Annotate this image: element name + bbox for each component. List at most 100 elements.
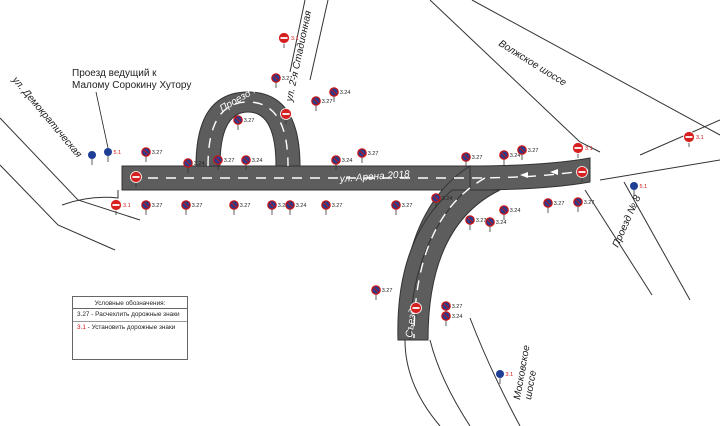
no-entry-bar [685, 136, 693, 138]
info-sign-icon [496, 370, 504, 378]
street-ramp: Съезд [404, 308, 419, 339]
road-arrows [520, 169, 558, 178]
road-sign-park: 3.24 [329, 87, 351, 102]
road-sign-park: 3.27 [213, 155, 235, 170]
road-proezd-2 [195, 91, 301, 167]
legend-text-uncover: - Расчехлить дорожные знаки [91, 311, 180, 318]
sign-code: 5.1 [114, 150, 122, 156]
road-sign-park: 3.27 [141, 147, 162, 162]
road-sign-park: 3.27 [311, 96, 333, 111]
road-sign-park: 3.27 [517, 145, 538, 160]
street-arena-2018: ул. Арена 2018 [338, 169, 410, 185]
road-sign-park: 3.24 [331, 155, 352, 170]
sign-code: 3.24 [452, 314, 463, 320]
street-stadionnaya: ул. 2-я Стадионная [284, 9, 314, 104]
sign-code: 3.24 [510, 153, 521, 159]
no-parking-slash [185, 160, 191, 166]
no-entry-bar [280, 37, 288, 39]
no-parking-slash [487, 219, 493, 225]
no-parking-slash [143, 149, 149, 155]
no-parking-slash [183, 202, 189, 208]
no-parking-slash [501, 207, 507, 213]
no-parking-slash [443, 303, 449, 309]
road-sign-nope: 3.1 [278, 32, 299, 48]
no-parking-slash [333, 157, 339, 163]
no-parking-slash [231, 202, 237, 208]
no-parking-slash [323, 202, 329, 208]
sign-code: 3.1 [506, 372, 514, 378]
no-parking-slash [519, 147, 525, 153]
road-sign-park: 3.27 [181, 200, 203, 215]
legend-code-uncover: 3.27 [77, 311, 90, 318]
parking-icon [104, 148, 112, 156]
no-parking-slash [463, 154, 469, 160]
info-sign-icon [88, 151, 96, 159]
road-sign-nope [280, 108, 292, 124]
sign-code: 3.24 [296, 203, 307, 209]
sign-code: 3.27 [476, 218, 487, 224]
sign-code: 3.24 [340, 90, 351, 96]
legend-item-install: 3.1 - Установить дорожные знаки [73, 321, 187, 334]
road-sign-park: 3.24 [241, 155, 263, 170]
road-sign-park: 3.27 [543, 198, 564, 213]
sign-code: 3.27 [240, 203, 251, 209]
road-sign-parking: 5.1 [104, 148, 121, 162]
no-parking-slash [273, 75, 279, 81]
sign-code: 3.27 [322, 99, 333, 105]
road-sign-nope [130, 171, 142, 187]
no-parking-slash [373, 287, 379, 293]
road-sign-nope: 3.1 [683, 131, 704, 147]
sign-code: 3.24 [496, 220, 507, 226]
road-sign-park: 3.24 [499, 205, 520, 220]
sign-code: 3.27 [332, 203, 343, 209]
no-parking-slash [287, 202, 293, 208]
road-sign-park: 3.24 [183, 158, 205, 173]
legend-text-install: - Установить дорожные знаки [87, 324, 176, 331]
legend-item-uncover: 3.27 - Расчехлить дорожные знаки [73, 309, 187, 321]
sign-code: 3.27 [224, 158, 235, 164]
road-sign-park: 3.27 [229, 200, 251, 215]
sign-code: 3.27 [368, 151, 379, 157]
road-sign-park: 3.24 [431, 193, 453, 208]
no-parking-slash [443, 313, 449, 319]
sign-code: 3.1 [291, 36, 299, 42]
driveway-note-pointer [95, 91, 109, 149]
sign-code: 3.27 [244, 118, 255, 124]
road-sign-park: 3.27 [371, 285, 392, 300]
no-parking-slash [331, 89, 337, 95]
no-entry-bar [578, 171, 586, 173]
sign-code: 3.1 [585, 146, 593, 152]
sign-code: 5.1 [640, 184, 648, 190]
road-sign-park: 3.27 [573, 197, 594, 212]
road-sign-park: 3.27 [391, 200, 412, 215]
street-moskovskoe-2: шоссе [523, 369, 539, 400]
info-sign-icon [630, 182, 638, 190]
no-parking-slash [313, 98, 319, 104]
no-parking-slash [215, 157, 221, 163]
sign-code: 3.27 [192, 203, 203, 209]
no-parking-slash [433, 195, 439, 201]
road-sign-park: 3.27 [321, 200, 343, 215]
road-sign-park: 3.27 [441, 301, 463, 316]
legend-code-install: 3.1 [77, 324, 86, 331]
street-proezd-8: Проезд № 8 [611, 193, 644, 249]
road-sign-nope [410, 302, 422, 318]
no-parking-slash [575, 199, 581, 205]
no-parking-slash [269, 202, 275, 208]
sign-code: 3.27 [282, 76, 293, 82]
sign-code: 3.24 [442, 196, 453, 202]
sign-code: 3.24 [194, 161, 205, 167]
road-sign-park: 3.27 [267, 200, 289, 215]
no-entry-bar [132, 176, 140, 178]
road-sign-nope: 3.1 [110, 199, 131, 215]
sign-code: 3.1 [696, 135, 704, 141]
legend: Условные обозначения: 3.27 - Расчехлить … [72, 296, 188, 360]
road-ramp [399, 165, 501, 341]
sign-code: 3.27 [452, 304, 463, 310]
sign-code: 3.24 [252, 158, 263, 164]
sign-code: 3.27 [278, 203, 289, 209]
no-parking-slash [143, 202, 149, 208]
no-entry-bar [282, 113, 290, 115]
